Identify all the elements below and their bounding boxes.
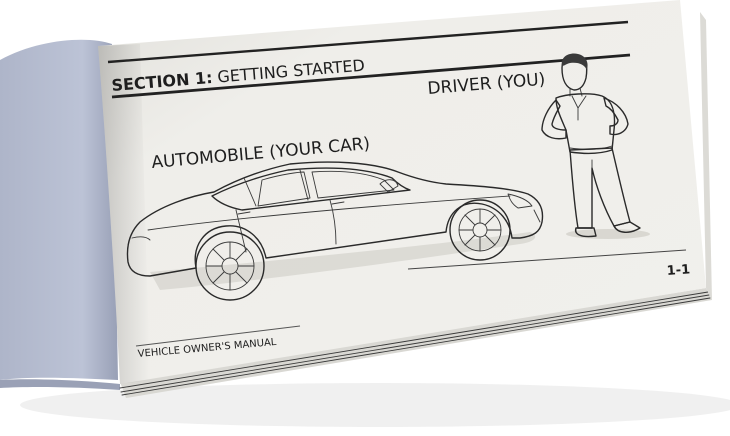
right-page: [98, 0, 706, 384]
left-page: [0, 39, 118, 381]
page-number-rule: [407, 249, 687, 270]
driver-illustration: [541, 53, 650, 239]
footer-rule: [135, 325, 301, 347]
page-number: 1-1: [666, 262, 690, 279]
book-shadow: [20, 383, 730, 427]
header-rule-top: [107, 20, 629, 64]
car-illustration: [126, 161, 544, 301]
header-rule-bottom: [111, 53, 631, 99]
